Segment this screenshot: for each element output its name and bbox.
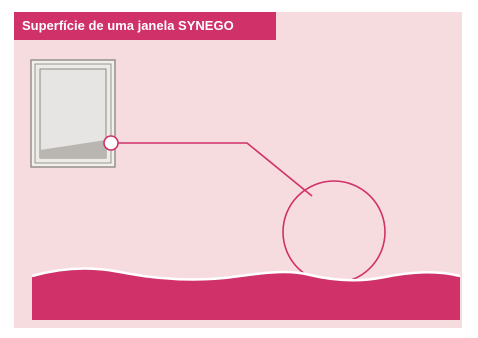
window-icon bbox=[30, 59, 116, 168]
diagram-title: Superfície de uma janela SYNEGO bbox=[14, 12, 276, 40]
surface-highlight bbox=[31, 267, 461, 282]
callout-point bbox=[103, 135, 119, 151]
callout-line bbox=[112, 142, 313, 197]
window-sill-shadow bbox=[40, 140, 106, 158]
magnifier-circle bbox=[282, 180, 386, 284]
